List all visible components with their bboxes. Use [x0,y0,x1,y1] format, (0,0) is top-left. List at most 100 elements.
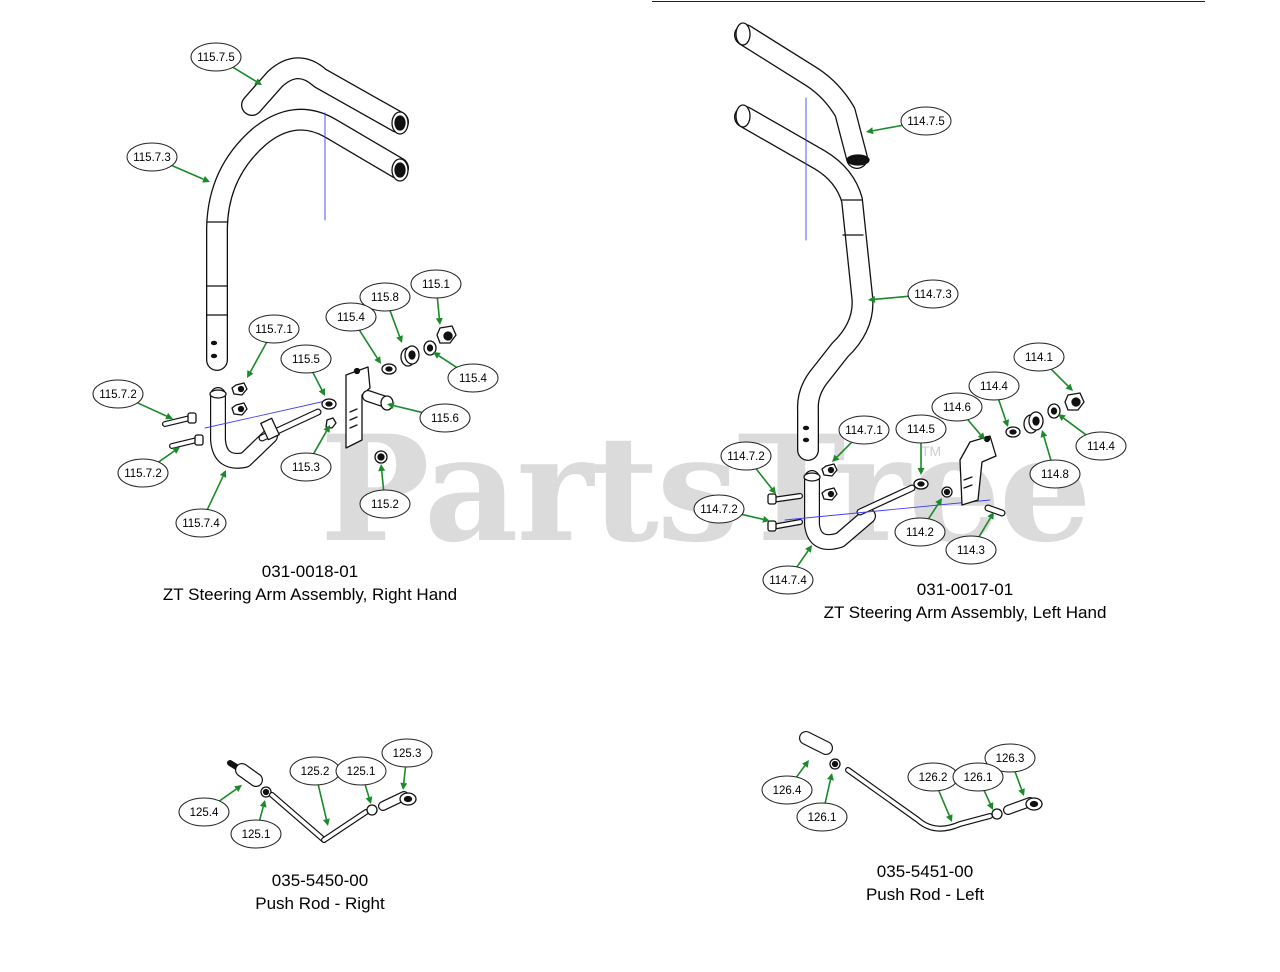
steering-arm-right-bracket [321,366,394,464]
leader-line [137,402,167,417]
callout-115-7-5: 115.7.5 [190,42,262,85]
leader-arrowhead [802,760,809,768]
leader-line [741,513,764,521]
callout-115-2: 115.2 [359,464,411,519]
callout-label: 114.2 [906,527,934,539]
callout-label: 126.4 [773,785,802,797]
callout-115-6: 115.6 [387,402,471,433]
callout-115-7-4: 115.7.4 [175,470,227,538]
callout-label: 115.7.5 [197,52,235,64]
callout-114-3: 114.3 [945,512,997,565]
part-number: 031-0017-01 [916,580,1014,599]
assembly-description: ZT Steering Arm Assembly, Left Hand [823,603,1107,622]
leader-line [389,310,401,337]
callout-label: 126.1 [964,772,993,784]
leader-line [158,450,175,463]
callout-label: 125.3 [393,748,422,760]
callout-bubble [325,302,377,332]
leader-line [380,470,385,491]
leader-arrowhead [202,176,210,183]
part-number: 035-5450-00 [271,871,369,890]
callout-114-7-1: 114.7.1 [832,415,890,462]
callout-114-5: 114.5 [895,414,947,475]
leader-line [824,779,832,804]
callout-bubble [945,535,997,565]
steering-arm-left-bolts [767,463,838,532]
callout-label: 115.4 [459,373,488,385]
leader-line [1043,436,1052,461]
callout-bubble [894,517,946,547]
leader-line [402,766,407,784]
part-number: 035-5451-00 [876,862,974,881]
callout-bubble [761,775,813,805]
top-rule [652,1,1205,2]
callout-bubble [895,414,947,444]
callout-label: 114.7.1 [845,425,883,437]
callout-label: 126.2 [919,772,948,784]
callout-125-3: 125.3 [381,738,433,790]
leader-arrowhead [234,785,242,792]
leader-line [258,806,264,821]
callout-label: 115.2 [371,499,399,511]
callout-label: 115.8 [371,292,399,304]
leader-arrowhead [247,370,254,378]
leader-arrowhead [323,425,330,433]
callout-label: 115.6 [431,413,459,425]
leader-arrowhead [805,545,812,553]
callout-114-7-5: 114.7.5 [866,106,952,136]
callout-bubble [190,42,242,72]
push-rod-left [799,731,1043,832]
leader-line [927,503,939,520]
callout-bubble [931,392,983,422]
leader-arrowhead [435,317,443,325]
leader-arrowhead [1002,419,1010,427]
leader-arrowhead [987,512,994,520]
callout-label: 115.4 [337,312,366,324]
callout-label: 115.7.2 [99,389,137,401]
callout-114-7-4: 114.7.4 [762,545,814,595]
callout-115-3: 115.3 [280,425,332,482]
callout-126-1: 126.1 [796,773,848,832]
leader-line [1050,368,1069,387]
callout-label: 115.1 [422,279,450,291]
callout-114-2: 114.2 [894,498,946,547]
callout-114-6: 114.6 [931,392,985,440]
steering-arm-right-lower-pivot [204,387,331,469]
leader-line [438,355,458,369]
callout-114-8: 114.8 [1029,430,1081,489]
leader-line [983,790,991,804]
callout-label: 125.1 [347,766,376,778]
steering-arm-left-lower-pivot [784,470,991,551]
callout-115-5: 115.5 [280,344,332,396]
steering-arm-right-main-tube [206,108,409,371]
callout-bubble [952,762,1004,792]
steering-arm-left-bracket [913,435,1006,517]
callout-115-8: 115.8 [359,282,411,343]
leader-arrowhead [986,802,994,810]
callout-bubble [175,508,227,538]
callout-126-3: 126.3 [984,743,1036,796]
leader-line [836,441,853,458]
callout-bubble [1075,431,1127,461]
assembly-caption-right-hand: 031-0018-01 ZT Steering Arm Assembly, Ri… [150,560,470,606]
leader-arrowhead [318,388,325,396]
callout-114-1: 114.1 [1013,342,1073,391]
assembly-description: ZT Steering Arm Assembly, Right Hand [162,585,458,604]
callout-bubble [92,379,144,409]
callout-label: 125.2 [301,766,330,778]
callout-bubble [447,363,499,393]
leader-arrowhead [254,78,262,85]
leader-arrowhead [378,464,386,472]
callout-bubble [178,797,230,827]
callout-114-7-2: 114.7.2 [720,441,776,494]
callout-bubble [126,142,178,172]
callout-126-2: 126.2 [907,762,959,822]
callout-115-1: 115.1 [410,269,462,325]
callout-bubble [335,756,387,786]
callout-label: 114.7.4 [769,575,807,587]
callout-bubble [984,743,1036,773]
leader-line [978,517,992,538]
callout-114-7-3: 114.7.3 [868,279,959,309]
leader-arrowhead [219,470,227,478]
callout-bubble [410,269,462,299]
